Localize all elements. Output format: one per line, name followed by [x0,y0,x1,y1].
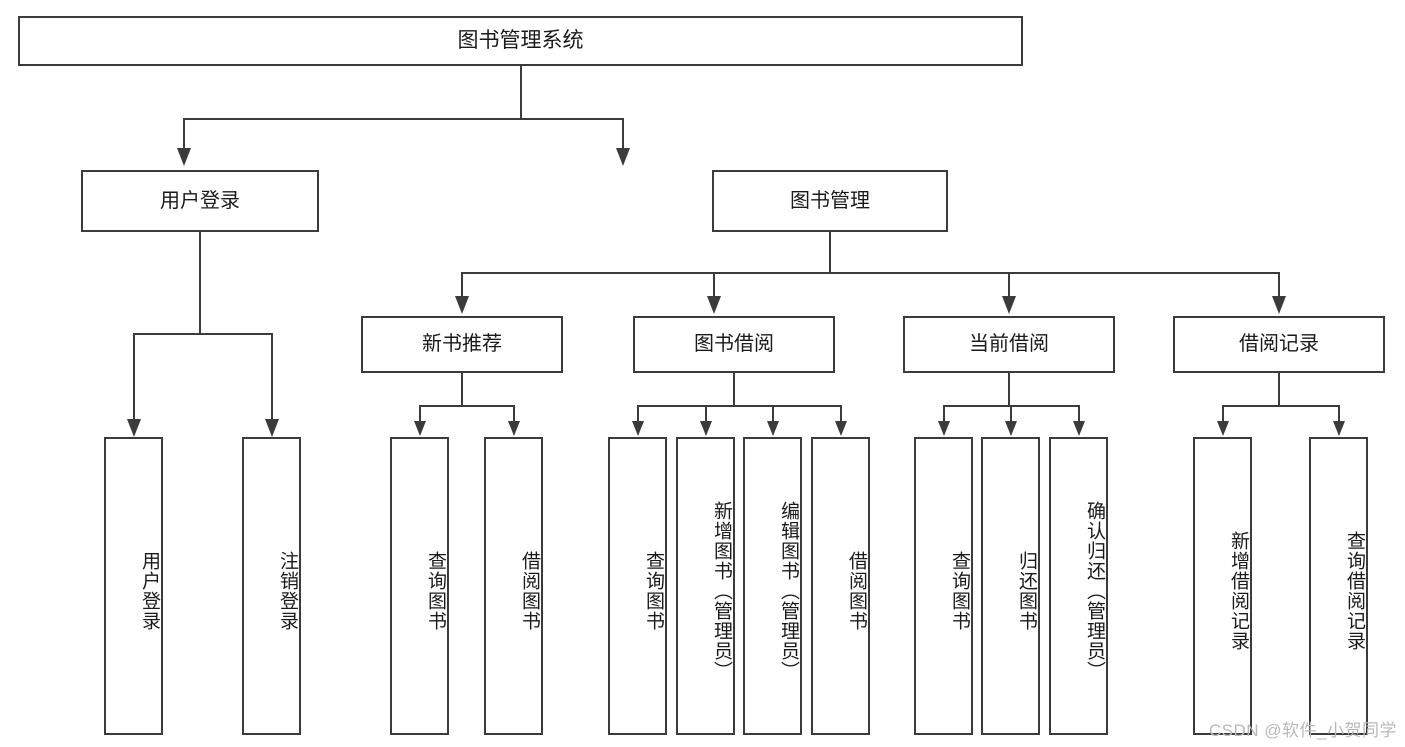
arrow-to-book-borrow [707,296,721,314]
node-label: 查询图书 [425,551,446,631]
connector-to-book-borrow [713,272,715,298]
arrow-root-to-user-login [177,148,191,166]
node-label: 借阅记录 [1239,333,1319,355]
leaf-borrow-record-query-record[interactable]: 查询借阅记录 [1309,437,1368,735]
node-root-book-management-system[interactable]: 图书管理系统 [18,16,1023,66]
connector-to-new-book [461,272,463,298]
node-user-login[interactable]: 用户登录 [81,170,319,232]
arrow-current-borrow-leaf-3 [1073,421,1085,436]
connector-borrow-record-l1 [1222,405,1224,421]
leaf-borrow-record-add-record[interactable]: 新增借阅记录 [1193,437,1252,735]
arrow-to-borrow-record [1272,296,1286,314]
arrow-new-book-leaf-1 [414,421,426,436]
connector-current-borrow-l3 [1078,405,1080,421]
arrow-root-to-book-manage [616,148,630,166]
connector-book-borrow-bus [637,405,842,407]
arrow-new-book-leaf-2 [508,421,520,436]
arrow-book-borrow-leaf-2 [700,421,712,436]
leaf-user-login-login[interactable]: 用户登录 [104,437,163,735]
leaf-current-borrow-query-book[interactable]: 查询图书 [914,437,973,735]
connector-root-stem [520,66,522,118]
connector-user-login-right [271,333,273,419]
node-label: 编辑图书（管理员） [778,501,799,681]
node-label: 图书管理系统 [457,28,584,52]
leaf-new-book-borrow-book[interactable]: 借阅图书 [484,437,543,735]
connector-user-login-left [133,333,135,419]
node-label: 图书借阅 [694,333,774,355]
connector-book-borrow-stem [733,373,735,405]
node-new-book-recommend[interactable]: 新书推荐 [361,316,563,373]
connector-root-to-book-manage [622,118,624,148]
arrow-to-current-borrow [1002,296,1016,314]
connector-to-borrow-record [1278,272,1280,298]
connector-current-borrow-l1 [943,405,945,421]
connector-root-to-user-login [183,118,185,148]
connector-user-login-bus [133,333,271,335]
node-book-management[interactable]: 图书管理 [712,170,948,232]
node-label: 归还图书 [1016,551,1037,631]
connector-book-borrow-l2 [705,405,707,421]
node-label: 查询图书 [643,551,664,631]
connector-user-login-stem [199,232,201,333]
node-current-borrow[interactable]: 当前借阅 [903,316,1115,373]
arrow-user-login-leaf-1 [127,419,141,437]
arrow-user-login-leaf-2 [265,419,279,437]
arrow-book-borrow-leaf-4 [835,421,847,436]
arrow-current-borrow-leaf-1 [938,421,950,436]
node-label: 新增图书（管理员） [711,501,732,681]
connector-level3-bus [461,272,1279,274]
connector-current-borrow-l2 [1010,405,1012,421]
node-borrow-record[interactable]: 借阅记录 [1173,316,1385,373]
node-label: 图书管理 [790,189,870,212]
connector-new-book-bus [419,405,514,407]
leaf-book-borrow-edit-book-admin[interactable]: 编辑图书（管理员） [743,437,802,735]
leaf-book-borrow-query-book[interactable]: 查询图书 [608,437,667,735]
node-book-borrow[interactable]: 图书借阅 [633,316,835,373]
arrow-to-new-book-recommend [455,296,469,314]
connector-root-bus [183,118,624,120]
leaf-book-borrow-borrow-book[interactable]: 借阅图书 [811,437,870,735]
node-label: 新增借阅记录 [1228,531,1249,651]
node-label: 借阅图书 [846,551,867,631]
node-label: 查询借阅记录 [1344,531,1365,651]
connector-book-borrow-l3 [772,405,774,421]
arrow-borrow-record-leaf-2 [1333,421,1345,436]
connector-book-manage-stem [829,232,831,272]
node-label: 注销登录 [277,551,298,631]
node-label: 借阅图书 [519,551,540,631]
connector-new-book-l2 [513,405,515,421]
node-label: 用户登录 [160,189,240,212]
node-label: 新书推荐 [422,333,502,355]
connector-borrow-record-stem [1278,373,1280,405]
connector-book-borrow-l4 [840,405,842,421]
connector-borrow-record-bus [1222,405,1340,407]
node-label: 用户登录 [139,551,160,631]
node-label: 当前借阅 [969,333,1049,355]
leaf-new-book-query-book[interactable]: 查询图书 [390,437,449,735]
connector-borrow-record-l2 [1338,405,1340,421]
connector-current-borrow-stem [1008,373,1010,405]
node-label: 查询图书 [949,551,970,631]
leaf-current-borrow-return-book[interactable]: 归还图书 [981,437,1040,735]
arrow-borrow-record-leaf-1 [1217,421,1229,436]
connector-book-borrow-l1 [637,405,639,421]
arrow-current-borrow-leaf-2 [1005,421,1017,436]
leaf-book-borrow-add-book-admin[interactable]: 新增图书（管理员） [676,437,735,735]
node-label: 确认归还（管理员） [1084,501,1105,681]
watermark-text: CSDN @软件_小贺同学 [1208,721,1397,740]
arrow-book-borrow-leaf-1 [632,421,644,436]
connector-new-book-l1 [419,405,421,421]
connector-new-book-stem [461,373,463,405]
leaf-current-borrow-confirm-return-admin[interactable]: 确认归还（管理员） [1049,437,1108,735]
leaf-user-login-logout[interactable]: 注销登录 [242,437,301,735]
connector-to-current-borrow [1008,272,1010,298]
arrow-book-borrow-leaf-3 [767,421,779,436]
